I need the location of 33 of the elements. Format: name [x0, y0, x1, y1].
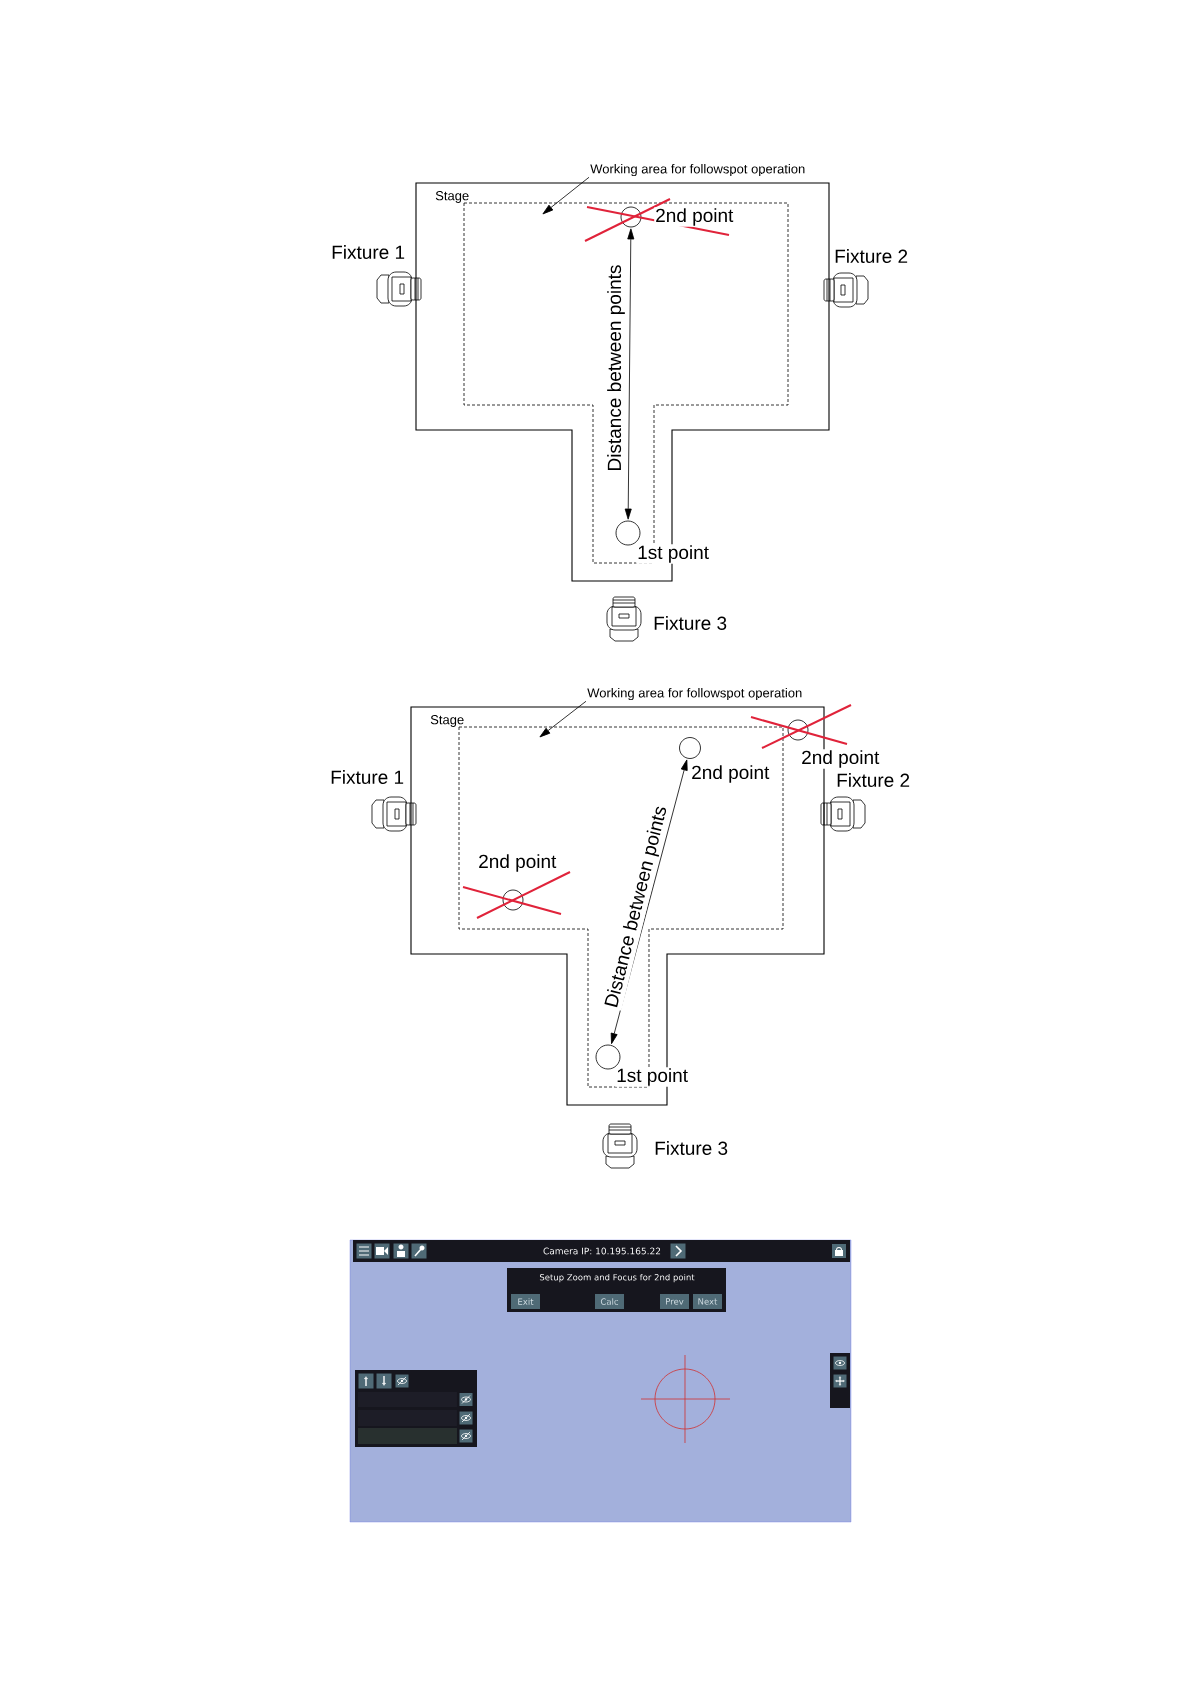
distance-arrow [610, 759, 688, 1045]
distance-arrow [542, 176, 590, 215]
edge-label: Distance between points [606, 263, 626, 473]
button: Calc [595, 1294, 624, 1309]
fixture-label: Fixture 3 [654, 616, 727, 630]
callout-text: Working area for followspot operation [587, 687, 802, 701]
fixture-label: Fixture 1 [331, 770, 404, 784]
point-circle [615, 520, 641, 546]
working-area-outline [458, 726, 784, 1088]
point-label: 2nd point [654, 207, 735, 227]
point-label: 2nd point [800, 749, 881, 769]
point-circle [787, 719, 809, 741]
point-circle [620, 206, 642, 228]
list-row [358, 1428, 457, 1444]
point-label: 2nd point [690, 764, 771, 784]
fixture-label: Fixture 3 [655, 1141, 728, 1155]
point-label: 1st point [636, 544, 711, 564]
distance-arrow [624, 228, 635, 520]
callout-text: Working area for followspot operation [590, 163, 805, 177]
point-circle [502, 889, 524, 911]
point-circle [595, 1044, 621, 1070]
button: Next [693, 1294, 722, 1309]
fixture-label: Fixture 2 [837, 773, 910, 787]
edge-label: Distance between points [602, 803, 672, 1011]
point-label: 2nd point [477, 853, 558, 873]
fixture-label: Fixture 1 [332, 245, 405, 259]
distance-arrow [539, 700, 587, 738]
fixture-label: Fixture 2 [835, 249, 908, 263]
point-label: 1st point [615, 1067, 690, 1087]
working-area-outline [463, 202, 789, 564]
point-circle [679, 737, 701, 759]
button: Prev [660, 1294, 689, 1309]
button: Exit [511, 1294, 540, 1309]
